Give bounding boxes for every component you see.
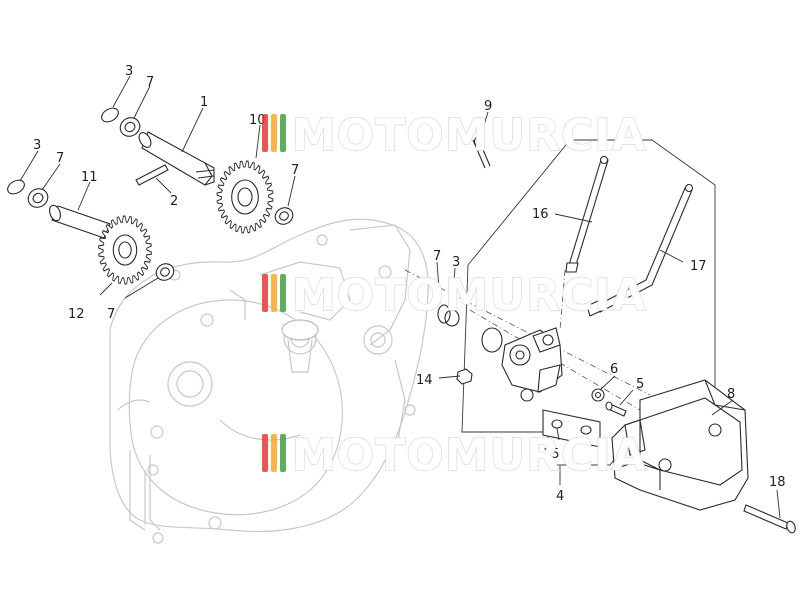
callout-8: 8 bbox=[727, 387, 735, 402]
watermark-stripe-green bbox=[280, 114, 286, 152]
callout-1: 1 bbox=[200, 95, 208, 110]
o-ring-pump bbox=[481, 327, 503, 353]
washer-part-6 bbox=[591, 388, 605, 402]
gear-part-10 bbox=[216, 160, 274, 234]
gear-part-12 bbox=[98, 215, 152, 285]
gear12-bore bbox=[118, 241, 132, 259]
circlip-part-3 bbox=[101, 107, 119, 123]
bolt-part-5 bbox=[605, 401, 627, 417]
circlip-part-3-left bbox=[7, 179, 25, 195]
watermark-stripe-green bbox=[280, 274, 286, 312]
watermark-middle: MOTOMURCIA bbox=[262, 269, 647, 322]
pin-part-2 bbox=[135, 164, 169, 186]
callout-4: 4 bbox=[556, 489, 564, 504]
gear10-hub bbox=[231, 179, 259, 215]
leader-lines bbox=[19, 75, 781, 519]
oil-pump-body bbox=[501, 327, 563, 402]
callout-7-bottom: 7 bbox=[107, 307, 115, 322]
gear12-hub bbox=[112, 234, 138, 266]
bolt-part-18 bbox=[743, 504, 796, 534]
callout-18: 18 bbox=[769, 475, 786, 490]
gear10-bore bbox=[237, 187, 253, 207]
shaft-part-11 bbox=[7, 179, 111, 239]
callout-2: 2 bbox=[170, 194, 178, 209]
callout-7-top: 7 bbox=[146, 75, 154, 90]
callout-3-left: 3 bbox=[33, 138, 41, 153]
watermark-stripe-red bbox=[262, 114, 268, 152]
washer-part-7-pump bbox=[437, 304, 451, 324]
callout-17: 17 bbox=[690, 259, 707, 274]
watermark-text: MOTOMURCIA bbox=[292, 430, 647, 481]
pipe-part-17 bbox=[586, 183, 694, 317]
engine-cover bbox=[109, 218, 429, 544]
callout-11: 11 bbox=[81, 170, 98, 185]
watermark-stripe-green bbox=[280, 434, 286, 472]
pipe-part-16 bbox=[565, 155, 609, 273]
cover-part-8 bbox=[611, 379, 749, 511]
watermark-stripe-yellow bbox=[271, 434, 277, 472]
callout-3-top: 3 bbox=[125, 64, 133, 79]
watermark-text: MOTOMURCIA bbox=[292, 110, 647, 161]
callout-labels: 3 7 1 2 3 7 11 12 7 10 7 9 7 3 16 17 14 … bbox=[33, 64, 786, 504]
nut-part-14 bbox=[456, 368, 473, 385]
callout-7-gear: 7 bbox=[291, 163, 299, 178]
callout-3-pump: 3 bbox=[452, 255, 460, 270]
callout-6: 6 bbox=[610, 362, 618, 377]
callout-7-pump: 7 bbox=[433, 249, 441, 264]
watermark-bottom: MOTOMURCIA bbox=[262, 429, 647, 482]
callout-15: 15 bbox=[543, 447, 560, 462]
watermark-stripe-red bbox=[262, 434, 268, 472]
watermark-top: MOTOMURCIA bbox=[262, 109, 647, 162]
shaft-part-1 bbox=[101, 107, 215, 186]
callout-5: 5 bbox=[636, 377, 644, 392]
callout-12: 12 bbox=[68, 307, 85, 322]
circlip-part-3-pump bbox=[444, 309, 460, 327]
callout-14: 14 bbox=[416, 373, 433, 388]
watermark-stripe-red bbox=[262, 274, 268, 312]
watermark-text: MOTOMURCIA bbox=[292, 270, 647, 321]
plate-part-15 bbox=[542, 409, 601, 448]
callout-16: 16 bbox=[532, 207, 549, 222]
callout-7-left: 7 bbox=[56, 151, 64, 166]
watermark-stripe-yellow bbox=[271, 114, 277, 152]
watermark-stripe-yellow bbox=[271, 274, 277, 312]
callout-9: 9 bbox=[484, 99, 492, 114]
callout-10: 10 bbox=[249, 113, 266, 128]
